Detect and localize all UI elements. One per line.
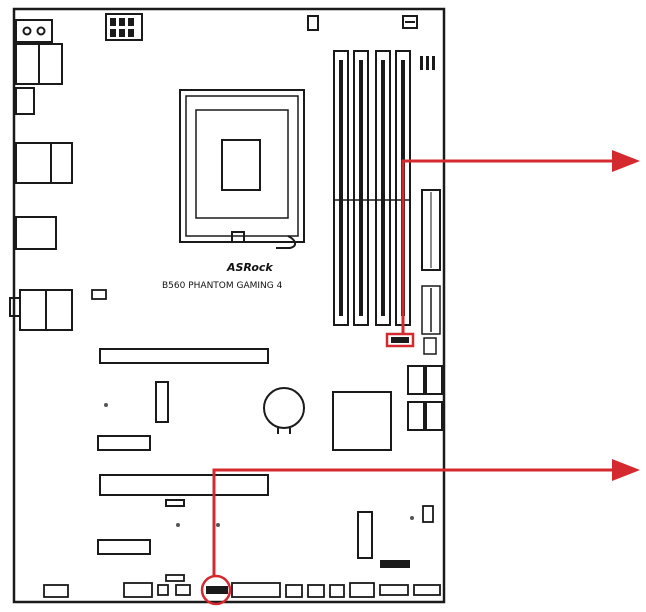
sata-ports [407,365,443,431]
bottom-headers [43,574,441,598]
callout-upper-arrow [612,150,640,172]
highlighted-header-lower [200,574,232,606]
callout-upper-line [401,159,612,334]
small-chip [91,289,107,300]
small-chip-mid [165,499,185,507]
cpu-socket [179,89,305,249]
pcie-slots [97,348,269,555]
m2-slots [155,381,373,559]
cmos-battery [263,387,305,434]
usb-header-low [380,560,410,568]
highlighted-header-upper [385,332,415,348]
cpu-power-connector [105,13,143,41]
usb-header-right [421,285,441,335]
small-header-mid [423,337,437,355]
small-header-low [422,505,434,523]
top-left-connector [15,19,53,43]
board-outline [12,7,446,604]
callout-lower-line [212,468,612,576]
fan-header-top [307,15,418,31]
brand-logo: ASRock [226,261,273,274]
model-name: B560 PHANTOM GAMING 4 [162,281,283,291]
mount-marks [104,403,414,527]
small-header-right [420,56,435,70]
rear-io-stack [9,43,73,331]
atx-power-connector [421,189,441,271]
chipset [332,391,392,451]
callout-lower-arrow [612,459,640,481]
